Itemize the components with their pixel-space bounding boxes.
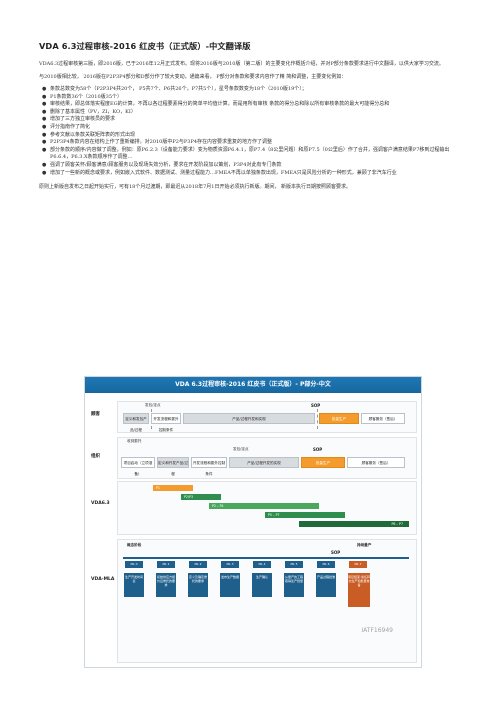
row2-step: 顾客服务（售后）	[347, 457, 405, 468]
mla-box: 生产确认	[252, 573, 272, 597]
milestone: ML 7	[349, 561, 367, 568]
mla-box: 生产开发时间表	[124, 573, 144, 597]
lane-label-vdamla: VDA-MLA	[91, 577, 115, 582]
vda-bar-p2p4: P2 – P4	[209, 503, 319, 509]
mla-timeline	[123, 557, 409, 559]
list-item: ●强调了顾客关怀/顾客满意/顾客服务以及现场失效分析，要求在开发阶段加以策划，P…	[42, 161, 282, 168]
vda-bar-p2p3: P2/P3	[181, 494, 221, 500]
milestone: ML 4	[253, 561, 271, 568]
row1-step: 批量生产	[319, 413, 359, 424]
bullet-icon: ●	[42, 108, 47, 115]
list-item: ●增加了三方独立审核员的要求	[42, 116, 116, 123]
bullet-icon: ●	[42, 169, 47, 176]
milestone: ML 6	[317, 561, 335, 568]
row1-sop-label: SOP	[311, 403, 321, 408]
document-page: VDA 6.3过程审核-2016 红皮书（正式版）-中文翻译版 VDA6.3过程…	[39, 40, 469, 196]
lane-label-customer: 顾客	[91, 412, 100, 417]
row1-sop-line	[317, 409, 318, 429]
milestone: ML 2	[189, 561, 207, 568]
lane-label-vda63: VDA6.3	[91, 501, 110, 506]
row2-sop-label: SOP	[313, 447, 323, 452]
mla-box: 定义及确定委托的要求	[188, 573, 208, 597]
mla-box: 项目结束:责任转交生产和批量准备	[348, 573, 370, 607]
row1-step: 定义和发包产品/过程	[123, 413, 149, 432]
mla-right-label: 持续量产	[357, 543, 372, 547]
bullet-icon: ●	[42, 139, 47, 146]
closing-paragraph: 原则上新版自发布之日起开始实行，可有18个月过渡期，即最迟从2018年7月1日开…	[39, 184, 352, 191]
vda-bar-p1: P1	[153, 485, 193, 491]
row2-step: 定义和开发产品/过程	[157, 457, 189, 476]
list-item: ●删除了基本属性（PV，ZI，KO，KI）	[42, 108, 136, 115]
list-item: ●部分条款的顺序/内容做了调整，例如：原P6.2.3（设备能力要求）变为物质资源…	[42, 146, 450, 161]
bullet-icon: ●	[42, 101, 47, 108]
vda-bar-p6p7: P6 – P7	[299, 521, 409, 527]
mla-sop-label: SOP	[331, 550, 341, 555]
lane-label-supplier: 组织	[91, 454, 100, 459]
mla-box: 产品过程批准	[316, 573, 336, 597]
row2-award-label: 发包/定点	[233, 447, 249, 451]
process-figure: VDA 6.3过程审核-2016 红皮书（正式版）- P部分-中文 顾客 发包/…	[84, 376, 422, 668]
mla-left-label: 概念阶段	[127, 543, 142, 547]
intro-paragraph: VDA6.3过程审核第三版，即2016版，已于2016年12月正式发布。现将20…	[39, 61, 444, 67]
row1-step: 产品/过程开发和实现	[183, 413, 315, 424]
bullet-icon: ●	[42, 131, 47, 138]
document-title: VDA 6.3过程审核-2016 红皮书（正式版）-中文翻译版	[39, 41, 251, 51]
list-item: ●审核结果，即总体落实程度EG的计算，不再以各过程要素得分的简单平均值计算，而是…	[42, 101, 390, 108]
compare-paragraph: 与2010版相比较， 2016版在P2P3P4部分和D部分作了较大变动，通篇来看…	[39, 74, 347, 80]
row2-step: 批量生产	[301, 457, 345, 468]
list-item: ●增加了一些新的概念或要求，例如嵌入式软件、数据测试、测量过程能力…FMEA不再…	[42, 169, 397, 176]
list-item: ●评分指南作了简化	[42, 123, 91, 130]
row2-step: 开发流程和委外控制条件	[191, 457, 227, 476]
bullet-icon: ●	[42, 116, 47, 123]
row2-step: 产品/过程开发的实现	[229, 457, 299, 468]
milestone: ML 3	[221, 561, 239, 568]
vda-bar-p5p7: P5 – P7	[265, 512, 345, 518]
mla-box: 从量产的工程取得生产批量	[284, 573, 304, 597]
bullet-icon: ●	[42, 86, 47, 92]
mla-box: 发布生产数据	[220, 573, 240, 597]
figure-title: VDA 6.3过程审核-2016 红皮书（正式版）- P部分-中文	[85, 377, 421, 393]
row1-step: 开发流程和委外控制条件	[151, 413, 181, 432]
bullet-icon: ●	[42, 123, 47, 130]
change-list: ●条款总数变为58个（P2P3P4共20个， P5共7个、P6共26个，P7共5…	[39, 86, 469, 177]
row2-order-label: 收到委托	[127, 439, 142, 443]
bullet-icon: ●	[42, 161, 47, 168]
mla-box: 初始供应方报价且委托的要求	[156, 573, 176, 597]
watermark: IATF16949	[361, 627, 393, 634]
milestone: ML 1	[157, 561, 175, 568]
row1-step: 顾客服务（售后）	[361, 413, 405, 424]
list-item: ●参考文献以条款关联矩阵表的形式出现	[42, 131, 136, 138]
row2-step: 项目启动（立项准备）	[121, 457, 155, 476]
milestone: ML 0	[125, 561, 143, 568]
list-item: ●条款总数变为58个（P2P3P4共20个， P5共7个、P6共26个，P7共5…	[42, 86, 307, 92]
bullet-icon: ●	[42, 146, 47, 153]
bullet-icon: ●	[42, 93, 47, 100]
list-item: ●P2P3P4条款内容在结构上作了重新编排，对2010版中P2与P3P4存在内容…	[42, 139, 273, 146]
row1-award-label: 发包/定点	[145, 403, 161, 407]
list-item: ●P1条款数36个（2010版35个）	[42, 93, 122, 100]
milestone: ML 5	[285, 561, 303, 568]
